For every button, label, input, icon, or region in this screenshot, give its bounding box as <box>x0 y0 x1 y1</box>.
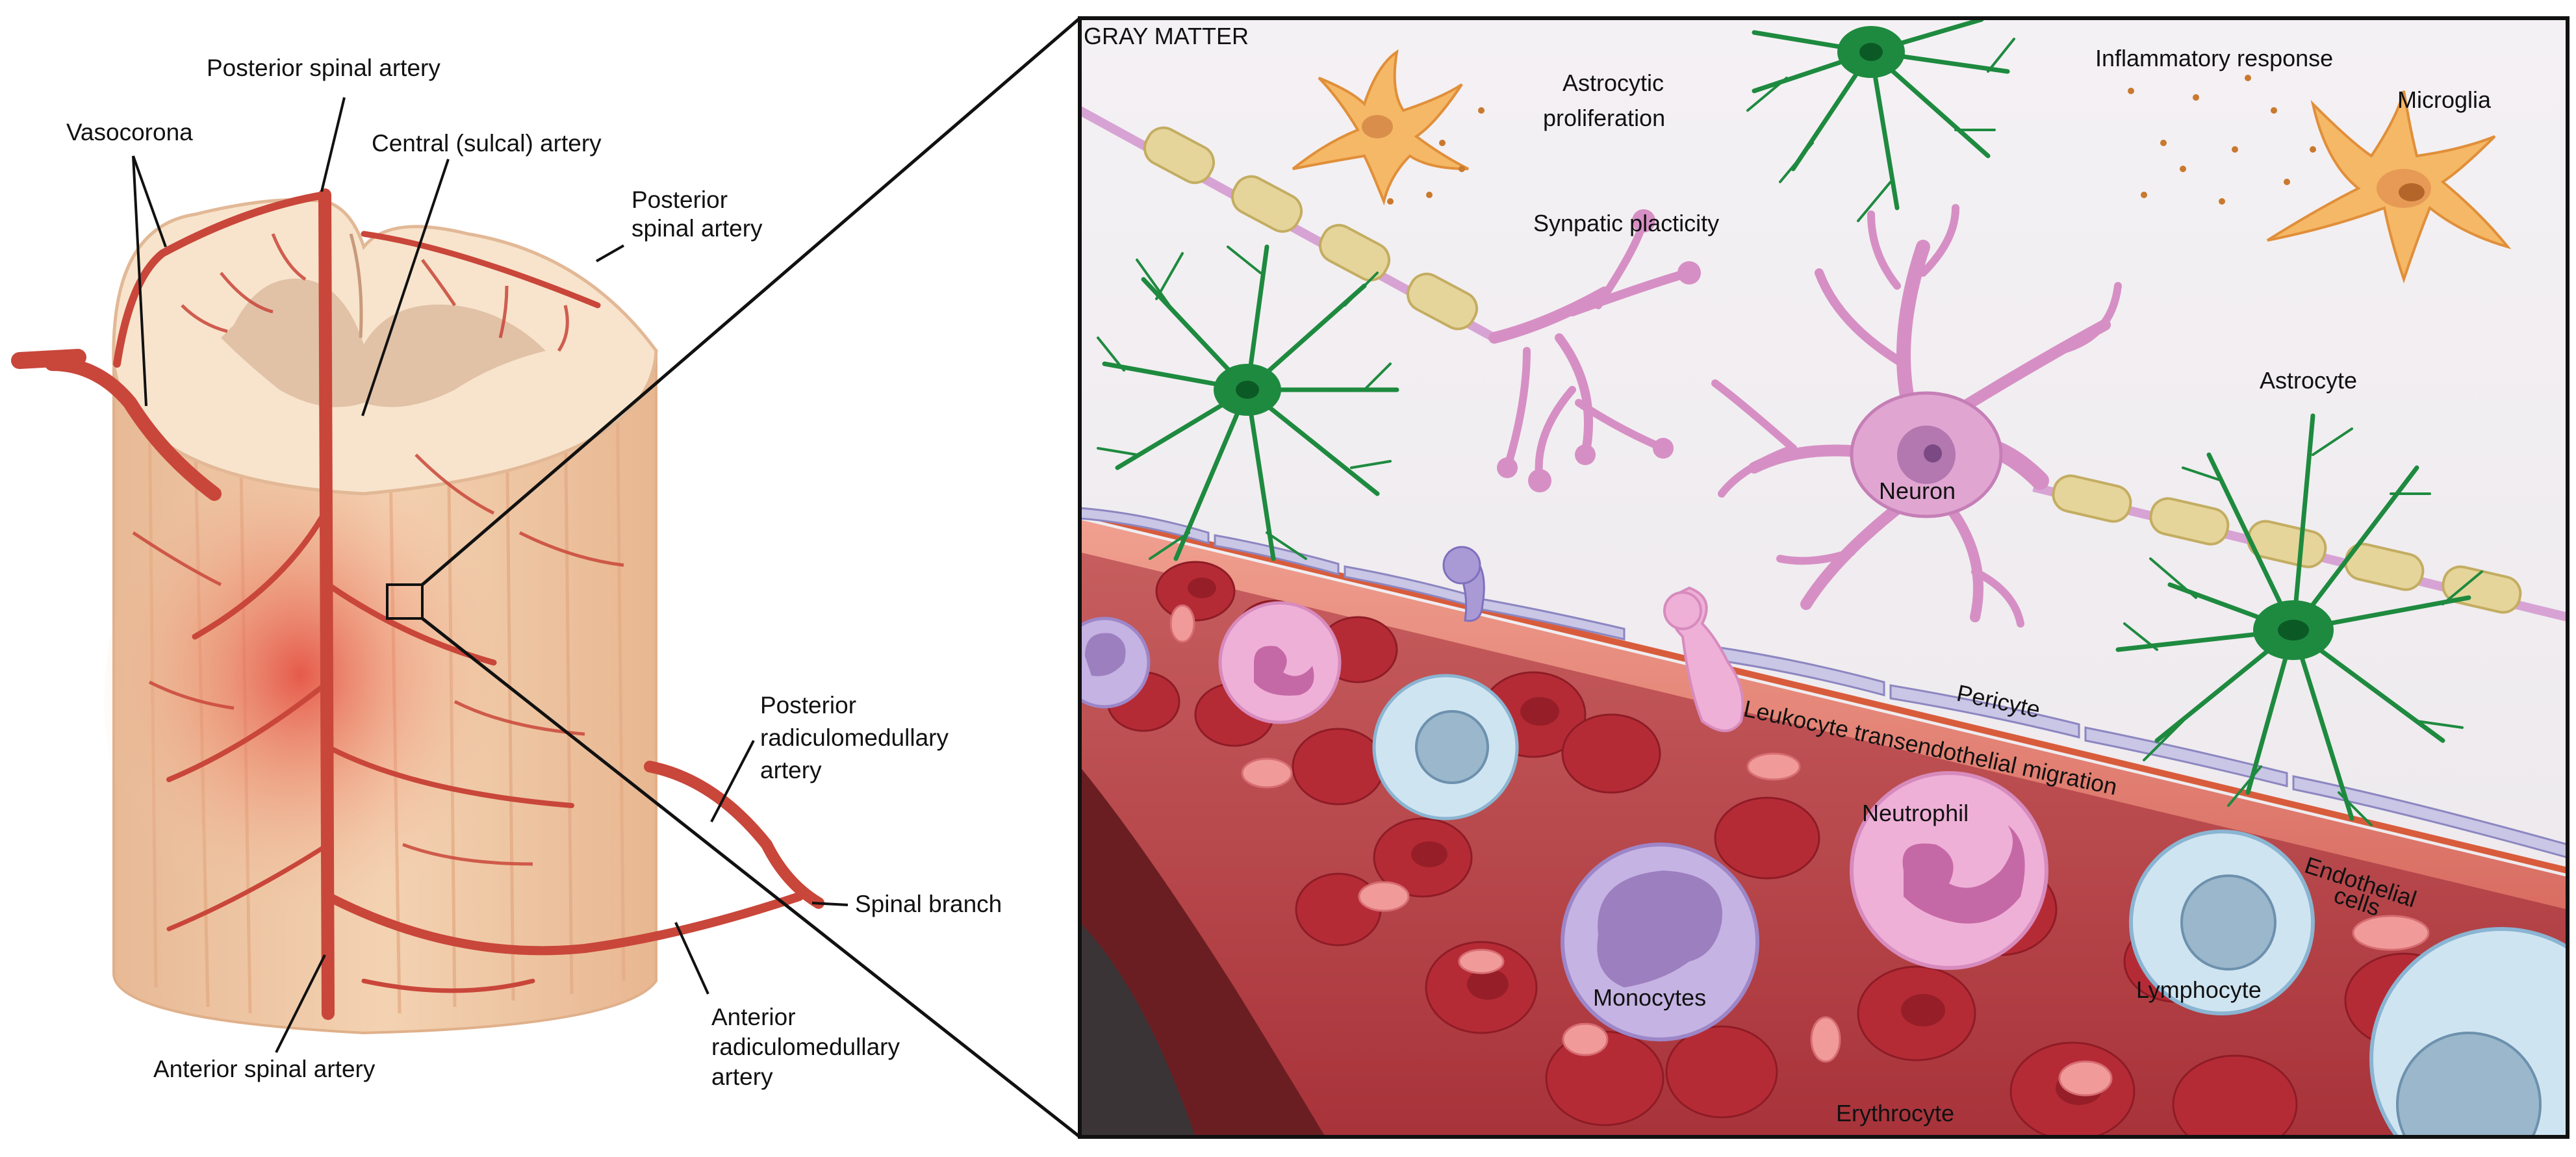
monocyte-small <box>1080 617 1151 709</box>
left-labels: Posterior spinal artery Vasocorona Centr… <box>66 55 1002 1090</box>
label-inflammatory-response: Inflammatory response <box>2095 45 2333 71</box>
neutrophil-small <box>1218 601 1342 724</box>
label-gray-matter: GRAY MATTER <box>1084 23 1249 49</box>
label-lymphocyte: Lymphocyte <box>2136 976 2262 1003</box>
microglia-small <box>1292 49 1485 206</box>
label-erythrocyte: Erythrocyte <box>1836 1100 1954 1126</box>
vessel-wall <box>1080 520 2568 909</box>
label-monocytes: Monocytes <box>1593 984 1706 1011</box>
lymphocyte-large-edge <box>2369 927 2568 1137</box>
microglia-cell <box>2266 90 2512 284</box>
panel-border <box>1078 16 2570 1139</box>
monocyte-cell <box>1561 843 1759 1041</box>
label-posterior-spinal-artery-top: Posterior spinal artery <box>207 55 440 81</box>
label-synaptic-plasticity: Synpatic placticity <box>1533 210 1719 236</box>
lymphocyte-small <box>1372 674 1519 820</box>
myelinated-axon-upper <box>1080 106 1497 342</box>
neuron-cell <box>1488 204 2122 628</box>
astrocyte-left <box>1097 244 1399 561</box>
platelets <box>1169 604 2430 1097</box>
label-spinal-branch: Spinal branch <box>855 891 1002 917</box>
endothelial-cells <box>1080 507 2568 859</box>
label-astrocytic-proliferation-2: proliferation <box>1543 105 1665 131</box>
label-neutrophil: Neutrophil <box>1862 800 1969 826</box>
spinal-cord-illustration <box>11 188 824 1035</box>
label-microglia: Microglia <box>2397 86 2492 113</box>
label-neuron: Neuron <box>1879 477 1956 504</box>
astrocyte-top <box>1746 18 2015 222</box>
label-anterior-spinal-artery: Anterior spinal artery <box>153 1056 376 1082</box>
label-posterior-spinal-artery-right-2: spinal artery <box>631 215 763 242</box>
cytokine-dots <box>2128 75 2316 205</box>
neutrophil-cell <box>1850 771 2048 970</box>
label-posterior-radiculomedullary-3: artery <box>760 757 822 783</box>
label-vasocorona: Vasocorona <box>66 119 193 146</box>
magnification-box <box>386 583 424 620</box>
label-astrocytic-proliferation-1: Astrocytic <box>1562 70 1664 96</box>
label-anterior-radiculomedullary-3: artery <box>711 1063 773 1090</box>
label-posterior-radiculomedullary-2: radiculomedullary <box>760 724 949 751</box>
gray-matter-panel <box>1078 16 2570 1139</box>
label-central-sulcal-artery: Central (sulcal) artery <box>372 130 602 157</box>
label-posterior-spinal-artery-right-1: Posterior <box>631 186 728 213</box>
left-leader-lines <box>132 97 848 1053</box>
astrocyte-right <box>2115 413 2483 826</box>
zoom-connector-lines <box>421 17 1081 1138</box>
label-posterior-radiculomedullary-1: Posterior <box>760 692 856 718</box>
label-anterior-radiculomedullary-1: Anterior <box>711 1004 796 1030</box>
lymphocyte-cell <box>2129 830 2315 1015</box>
label-anterior-radiculomedullary-2: radiculomedullary <box>711 1034 900 1060</box>
label-astrocyte: Astrocyte <box>2260 367 2357 394</box>
transmigrating-leukocyte <box>1442 546 1744 732</box>
